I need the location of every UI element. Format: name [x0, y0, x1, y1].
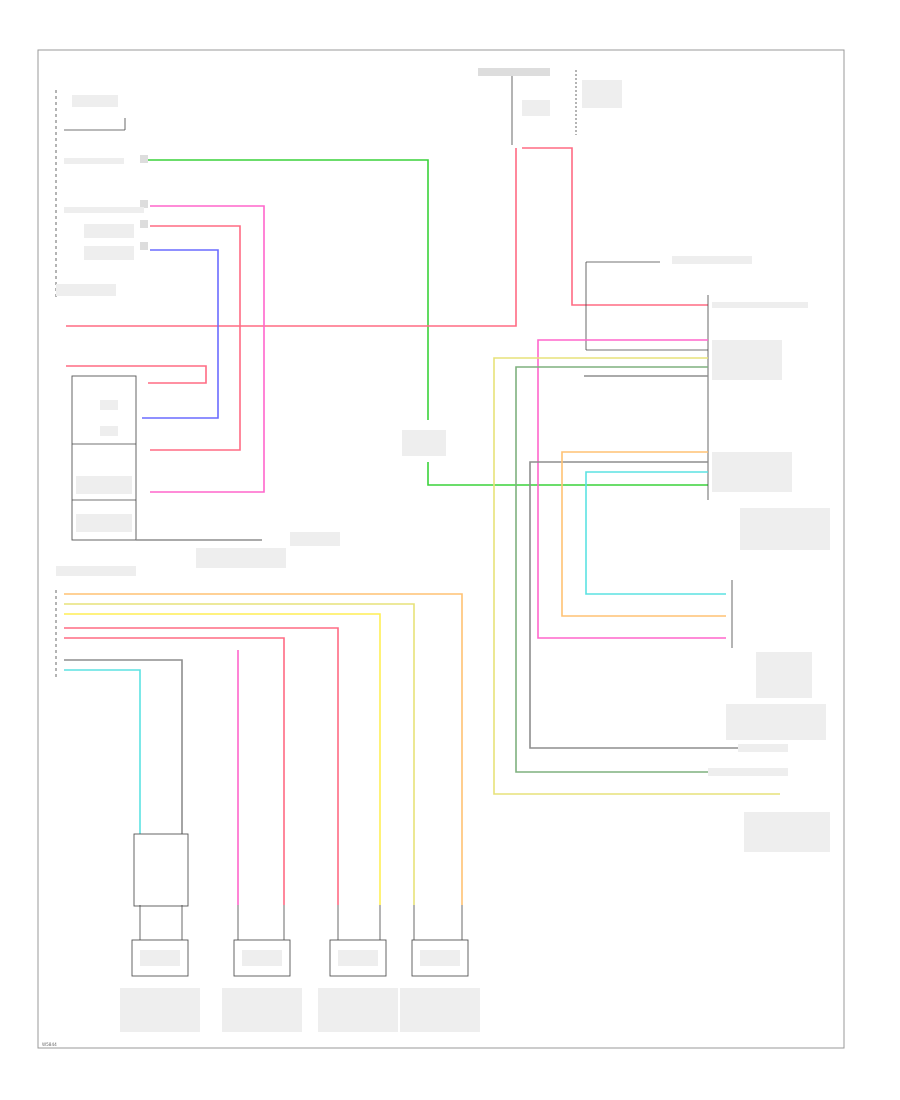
fuse-block — [478, 68, 622, 145]
wire-yellow-right — [493, 357, 780, 795]
splice-box-left — [133, 833, 189, 907]
wire-cyan-8 — [64, 669, 141, 905]
wire-gray-7 — [64, 659, 183, 905]
splice-label — [402, 430, 446, 456]
sensor-3 — [329, 939, 387, 977]
wire-green — [148, 159, 708, 486]
wire-red-left — [150, 225, 241, 451]
wire-orange-2 — [64, 603, 415, 905]
wire-cyan-right — [585, 471, 726, 595]
sensor-1 — [131, 939, 189, 977]
wire-red-to-module — [522, 147, 708, 306]
wire-red-5 — [64, 637, 285, 905]
right-lower-connector — [708, 580, 830, 852]
wire-red-short — [66, 365, 207, 384]
wire-yellow-3 — [64, 613, 381, 905]
left-connector-stack — [55, 90, 148, 300]
wire-orange-right — [561, 451, 726, 617]
wire-greengray-right — [515, 366, 780, 773]
wire-pink-left — [150, 205, 265, 493]
wire-pink-right — [537, 339, 726, 639]
diagram-frame — [37, 49, 845, 1049]
wire-red-4 — [64, 627, 339, 905]
sensor-2 — [233, 939, 291, 977]
left-module — [56, 375, 137, 576]
wire-orange-1 — [64, 593, 463, 905]
figure-code: W5844 — [42, 1042, 57, 1047]
sensor-4 — [411, 939, 469, 977]
wire-gray-right — [529, 375, 780, 749]
wire-blue-left — [142, 249, 219, 419]
sensor-leads — [139, 905, 463, 940]
right-control-module — [585, 256, 830, 550]
wire-red-from-fuse — [66, 148, 517, 327]
